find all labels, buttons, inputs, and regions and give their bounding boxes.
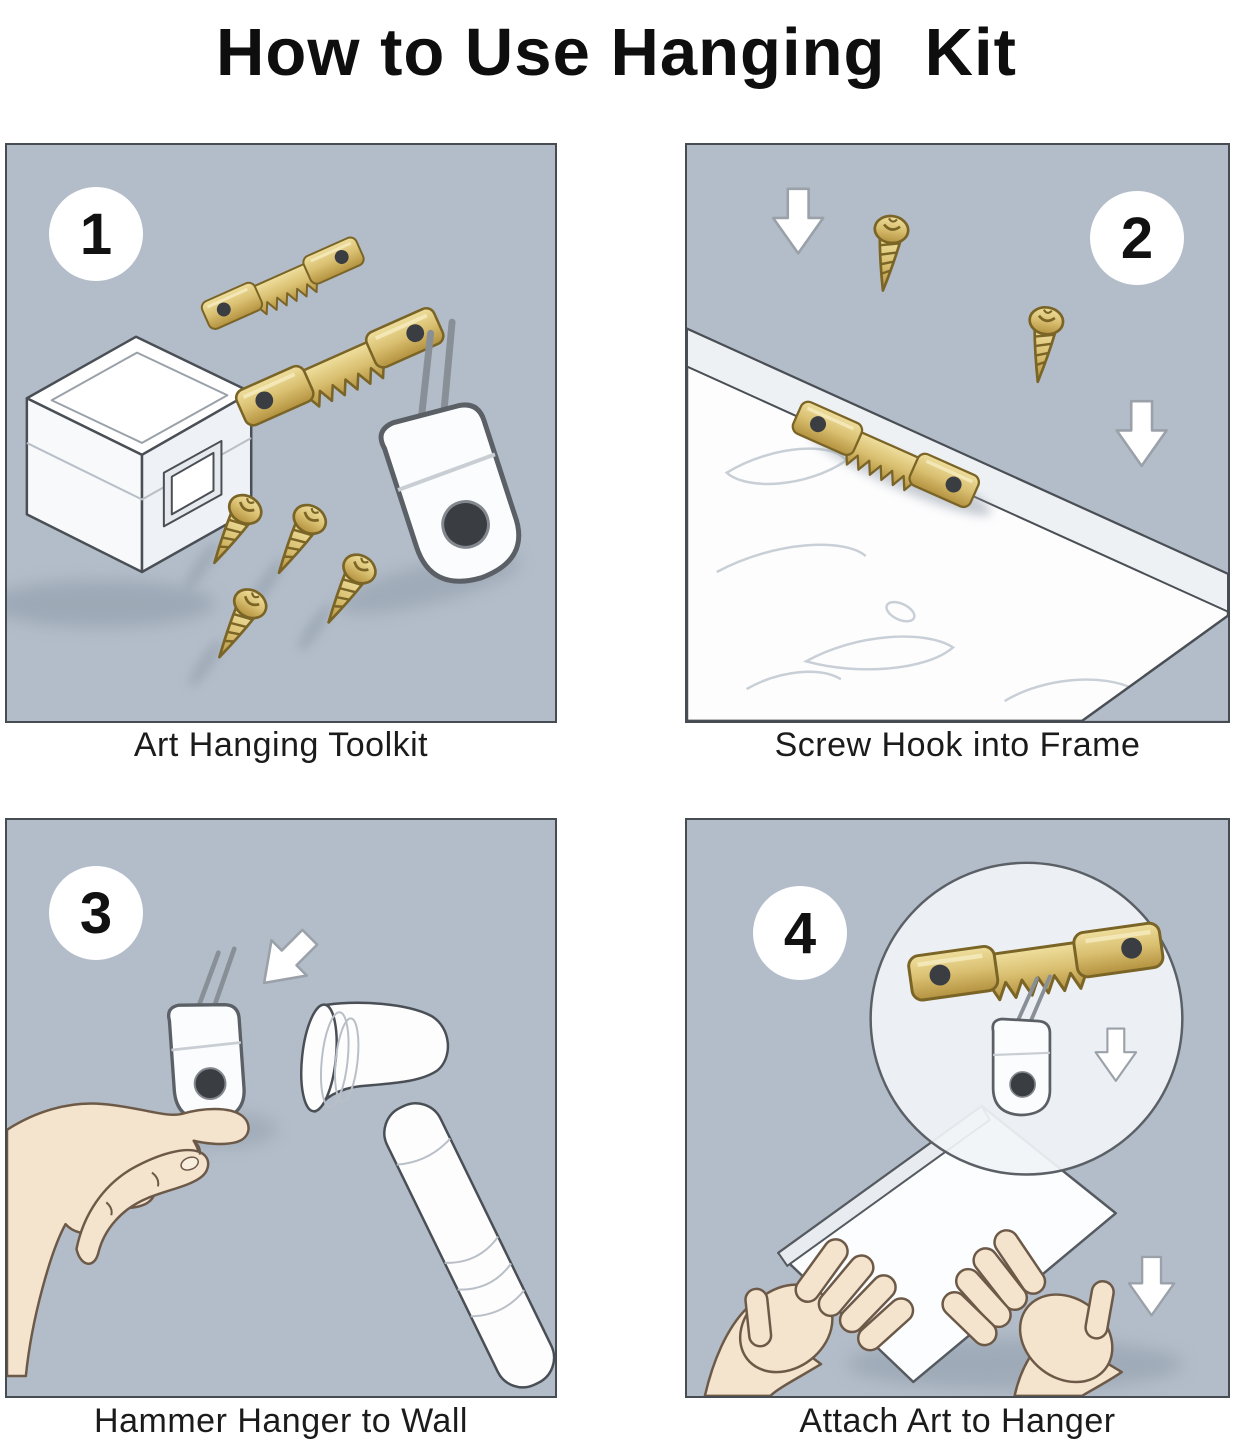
step-number-badge: 3 xyxy=(49,866,143,960)
step-caption: Screw Hook into Frame xyxy=(774,725,1141,764)
step-caption: Hammer Hanger to Wall xyxy=(94,1401,468,1440)
frame-board-icon xyxy=(687,327,1228,721)
step-number-badge: 2 xyxy=(1090,191,1184,285)
toolkit-illustration xyxy=(7,233,555,687)
page-title: How to Use Hanging Kit xyxy=(216,15,1017,90)
magnifier-circle xyxy=(869,861,1184,1176)
step-panel-3: 3 xyxy=(5,818,557,1398)
down-arrow-icon xyxy=(1127,1255,1176,1317)
screw-hook-illustration xyxy=(687,187,1228,721)
hammer-illustration xyxy=(7,918,555,1389)
step-caption: Attach Art to Hanger xyxy=(799,1401,1116,1440)
sawtooth-hanger-icon xyxy=(198,233,371,339)
step-caption: Art Hanging Toolkit xyxy=(133,725,429,764)
screw-icon xyxy=(1019,303,1067,386)
screw-icon xyxy=(864,212,912,295)
hand-icon xyxy=(7,1102,250,1378)
down-arrow-icon xyxy=(771,187,825,255)
step-panel-1: 1 xyxy=(5,143,557,723)
hand-icon xyxy=(703,1229,1124,1396)
down-arrow-icon xyxy=(1115,399,1168,468)
wall-hook-icon xyxy=(164,949,246,1124)
step-number-badge: 4 xyxy=(753,886,847,980)
step-panel-4: 4 xyxy=(685,818,1230,1398)
down-arrow-icon xyxy=(245,918,329,1002)
step-panel-2: 2 xyxy=(685,143,1230,723)
toolkit-box-icon xyxy=(25,335,253,574)
step-number-badge: 1 xyxy=(49,187,143,281)
hammer-icon xyxy=(300,1001,555,1389)
attach-art-illustration xyxy=(703,861,1184,1396)
